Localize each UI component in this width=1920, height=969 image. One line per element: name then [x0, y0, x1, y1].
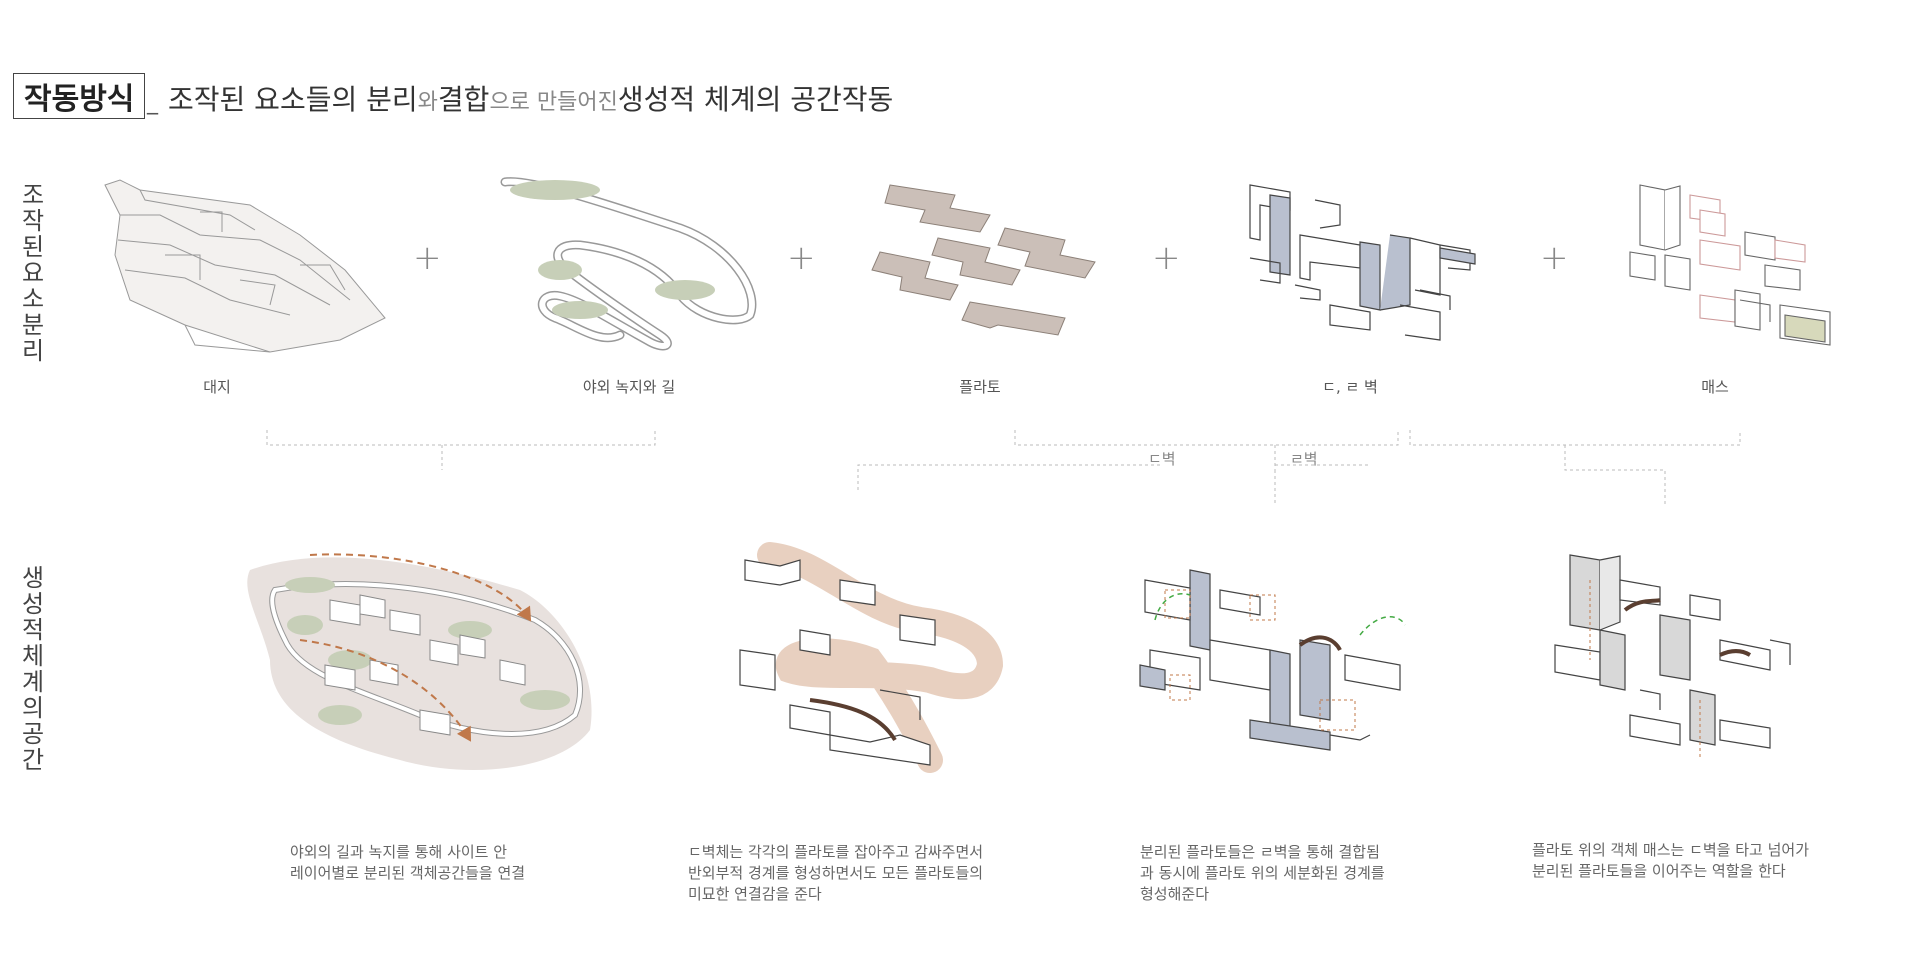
plus-icon: +	[1152, 238, 1181, 278]
walls-icon	[1249, 184, 1476, 341]
element-label-mass: 매스	[1701, 378, 1729, 396]
d-wall-diagram	[739, 542, 1004, 773]
terrain-model-icon	[104, 179, 386, 353]
element-label-plateau: 플라토	[959, 378, 1001, 396]
element-label-site: 대지	[203, 378, 231, 396]
subtitle-dash: _	[147, 90, 158, 115]
element-label-walls: ㄷ, ㄹ 벽	[1322, 378, 1378, 396]
green-path-icon	[500, 177, 757, 351]
connector-label-r-wall: ㄹ벽	[1290, 450, 1318, 468]
plus-icon: +	[787, 238, 816, 278]
mass-boxes-icon	[1629, 184, 1831, 346]
subtitle-part: 결합	[437, 83, 490, 116]
mass-crossing-diagram	[1554, 554, 1791, 760]
connector-label-d-wall: ㄷ벽	[1148, 450, 1176, 468]
page-subtitle: _ 조작된 요소들의 분리 와 결합 으로 만들어진 생성적 체계의 공간작동	[147, 78, 893, 118]
r-wall-diagram	[1139, 569, 1406, 751]
subtitle-part: 조작된 요소들의 분리	[168, 83, 418, 116]
plus-icon: +	[413, 238, 442, 278]
plateau-slabs-icon	[871, 184, 1096, 336]
subtitle-part: 으로 만들어진	[489, 90, 618, 115]
element-label-green-path: 야외 녹지와 길	[582, 378, 676, 396]
subtitle-part: 생성적 체계의 공간작동	[617, 83, 894, 116]
subtitle-part: 와	[417, 90, 438, 115]
site-paths-diagram	[247, 553, 592, 770]
connector-lines	[266, 430, 1741, 505]
page-title: 작동방식	[13, 73, 146, 119]
plus-icon: +	[1540, 238, 1569, 278]
